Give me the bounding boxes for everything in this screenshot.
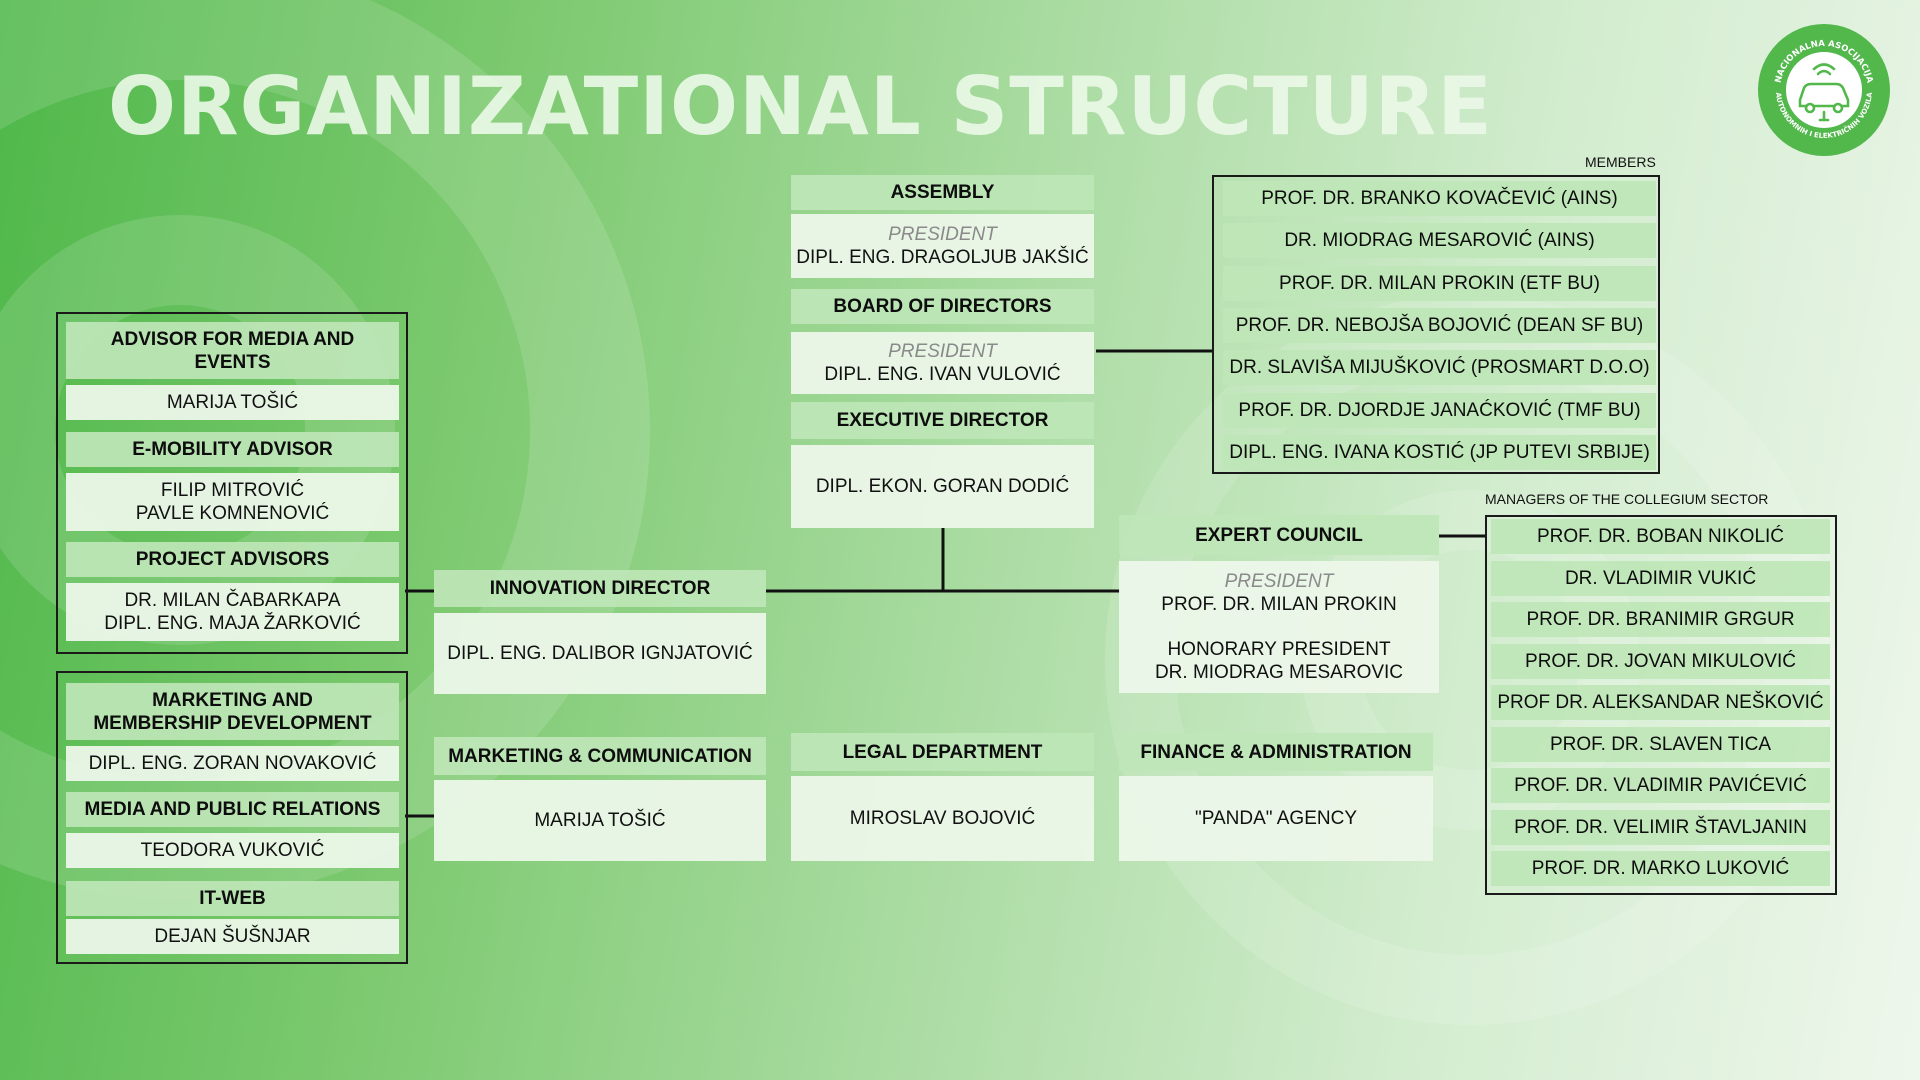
executive-name: DIPL. EKON. GORAN DODIĆ [791,445,1094,528]
collegium-caption: MANAGERS OF THE COLLEGIUM SECTOR [1485,491,1769,507]
media-pr-heading: MEDIA AND PUBLIC RELATIONS [66,792,399,827]
innovation-heading: INNOVATION DIRECTOR [434,570,766,607]
collegium-row: DR. VLADIMIR VUKIĆ [1491,560,1830,596]
collegium-row: PROF. DR. BOBAN NIKOLIĆ [1491,519,1830,554]
emobility-box: FILIP MITROVIĆ PAVLE KOMNENOVIĆ [66,473,399,531]
project-box: DR. MILAN ČABARKAPA DIPL. ENG. MAJA ŽARK… [66,583,399,641]
member-row: PROF. DR. NEBOJŠA BOJOVIĆ (DEAN SF BU) [1223,307,1656,343]
collegium-row: PROF. DR. BRANIMIR GRGUR [1491,602,1830,637]
finance-heading: FINANCE & ADMINISTRATION [1119,733,1433,771]
expert-honorary-name: DR. MIODRAG MESAROVIC [1154,662,1404,683]
member-row: PROF. DR. BRANKO KOVAČEVIĆ (AINS) [1223,181,1656,216]
collegium-row: PROF. DR. JOVAN MIKULOVIĆ [1491,643,1830,679]
marketing-heading: MARKETING & COMMUNICATION [434,737,766,775]
emobility-name-2: PAVLE KOMNENOVIĆ [135,503,330,524]
member-row: DR. MIODRAG MESAROVIĆ (AINS) [1223,223,1656,259]
connected-car-icon [1798,63,1850,122]
member-row: PROF. DR. MILAN PROKIN (ETF BU) [1223,265,1656,301]
expert-box: PRESIDENT PROF. DR. MILAN PROKIN HONORAR… [1119,561,1439,693]
emobility-heading: E-MOBILITY ADVISOR [66,432,399,467]
members-frame [1212,175,1660,474]
itweb-name: DEJAN ŠUŠNJAR [66,919,399,954]
expert-heading: EXPERT COUNCIL [1119,515,1439,555]
marketing-name: MARIJA TOŠIĆ [434,780,766,861]
emobility-name-1: FILIP MITROVIĆ [160,480,305,501]
collegium-row: PROF. DR. SLAVEN TICA [1491,726,1830,762]
board-box: PRESIDENT DIPL. ENG. IVAN VULOVIĆ [791,332,1094,394]
collegium-frame [1485,515,1837,895]
board-heading: BOARD OF DIRECTORS [791,289,1094,324]
membership-heading: MARKETING AND MEMBERSHIP DEVELOPMENT [66,683,399,740]
member-row: PROF. DR. DJORDJE JANAĆKOVIĆ (TMF BU) [1223,392,1656,428]
legal-name: MIROSLAV BOJOVIĆ [791,776,1094,861]
advisors-frame [56,312,408,654]
page-title: ORGANIZATIONAL STRUCTURE [108,60,1493,153]
marketing-group-frame [56,671,408,964]
member-row: DR. SLAVIŠA MIJUŠKOVIĆ (PROSMART D.O.O) [1223,350,1656,386]
media-events-name: MARIJA TOŠIĆ [66,385,399,420]
expert-honorary-role: HONORARY PRESIDENT [1167,639,1391,660]
innovation-name: DIPL. ENG. DALIBOR IGNJATOVIĆ [434,613,766,694]
expert-role: PRESIDENT [1224,571,1334,592]
legal-heading: LEGAL DEPARTMENT [791,733,1094,771]
assembly-box: PRESIDENT DIPL. ENG. DRAGOLJUB JAKŠIĆ [791,214,1094,278]
itweb-heading: IT-WEB [66,881,399,916]
members-caption: MEMBERS [1585,154,1656,170]
assembly-heading: ASSEMBLY [791,175,1094,210]
project-heading: PROJECT ADVISORS [66,542,399,577]
assembly-role: PRESIDENT [888,224,997,245]
board-name: DIPL. ENG. IVAN VULOVIĆ [824,364,1061,385]
media-events-heading: ADVISOR FOR MEDIA AND EVENTS [66,322,399,379]
media-pr-name: TEODORA VUKOVIĆ [66,833,399,868]
assembly-name: DIPL. ENG. DRAGOLJUB JAKŠIĆ [796,247,1089,268]
executive-heading: EXECUTIVE DIRECTOR [791,402,1094,439]
project-name-2: DIPL. ENG. MAJA ŽARKOVIĆ [104,613,361,634]
expert-name: PROF. DR. MILAN PROKIN [1161,594,1397,615]
project-name-1: DR. MILAN ČABARKAPA [124,590,341,611]
association-logo: NACIONALNA ASOCIJACIJA AUTONOMNIH I ELEK… [1758,24,1890,156]
finance-name: "PANDA" AGENCY [1119,776,1433,861]
member-row: DIPL. ENG. IVANA KOSTIĆ (JP PUTEVI SRBIJ… [1223,434,1656,470]
collegium-row: PROF. DR. MARKO LUKOVIĆ [1491,851,1830,886]
collegium-row: PROF. DR. VLADIMIR PAVIĆEVIĆ [1491,768,1830,803]
membership-name: DIPL. ENG. ZORAN NOVAKOVIĆ [66,746,399,781]
board-role: PRESIDENT [888,341,997,362]
collegium-row: PROF DR. ALEKSANDAR NEŠKOVIĆ [1491,685,1830,720]
collegium-row: PROF. DR. VELIMIR ŠTAVLJANIN [1491,809,1830,845]
